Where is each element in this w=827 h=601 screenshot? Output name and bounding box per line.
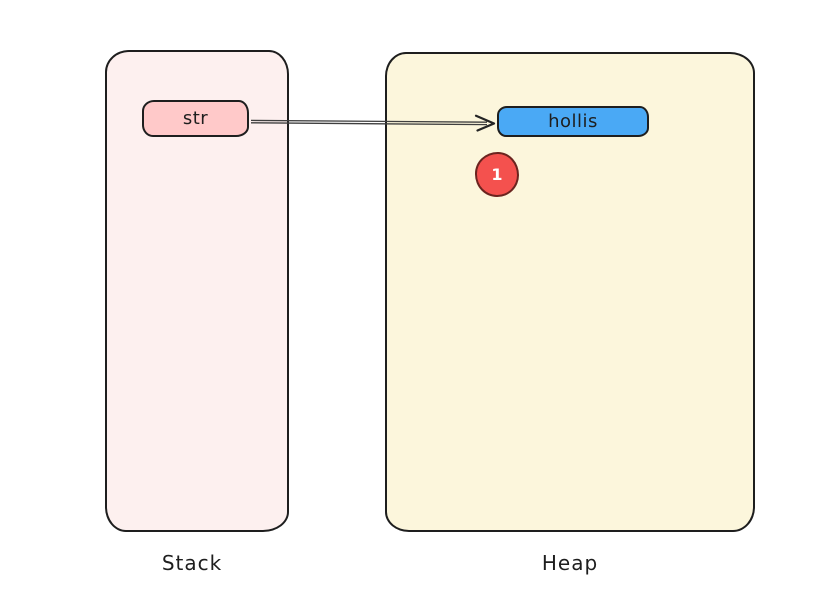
heap-label: Heap xyxy=(541,551,599,575)
heap-value-label: hollis xyxy=(548,111,598,132)
heap-value-box: hollis xyxy=(497,106,649,137)
ref-count-badge-label: 1 xyxy=(491,165,503,184)
stack-variable-label: str xyxy=(182,108,209,129)
stack-variable-box: str xyxy=(142,100,249,137)
stack-label: Stack xyxy=(161,551,223,575)
ref-count-badge: 1 xyxy=(475,152,519,197)
